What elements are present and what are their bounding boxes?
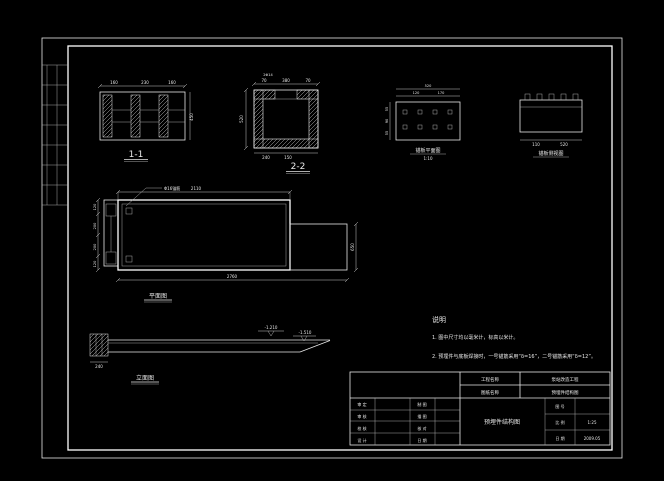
notes: 说明 1. 图中尺寸均以毫米计，标高以米计。 2. 预埋件与底板焊接时，一号锚筋… [432,315,596,360]
hatched-wall [102,94,113,138]
project-label: 工程名称 [481,376,499,383]
dim-label: 230 [141,80,149,85]
role-label: 审 核 [357,413,366,419]
hatched-wall [130,94,141,138]
view-anchor-plate-plan: 120 170 520 55 90 55 锚板平面图 1:10 [385,84,461,161]
dim-label: 90 [385,119,389,123]
dim-label: 120 [413,91,420,95]
dim-label: 160 [110,80,118,85]
rebar-note: 2Φ14 [263,73,273,77]
notes-line-2: 2. 预埋件与底板焊接时，一号锚筋采用“δ=16”，二号锚筋采用“δ=12”。 [432,353,596,360]
dim-label: 380 [282,78,290,83]
scale-value: 1:25 [588,420,597,425]
dim-label: 650 [350,243,355,251]
view-label: 立面图 [136,374,154,382]
hatched-wall [158,94,169,138]
dim-label: 200 [93,244,97,251]
view-label: 2-2 [291,162,306,172]
hatched-wall [253,138,319,149]
scale-label: 比 例 [555,419,564,425]
dim-label: 120 [93,261,97,268]
title-block: 工程名称 泵站改造工程 图纸名称 预埋件结构图 审 定 制 图 审 核 描 图 … [349,371,611,446]
role-label: 日 期 [417,437,426,443]
role-label: 校 核 [357,425,366,431]
scale-label: 1:10 [424,156,433,161]
signature-strip [42,64,68,206]
drawing-no-label: 图 号 [555,403,564,409]
hatched-end-block [89,333,109,357]
elevation-label: -1.210 [265,325,278,330]
dim-label: 200 [93,223,97,230]
dim-label: 55 [385,131,389,135]
dim-label: 120 [93,204,97,211]
dim-label: 520 [239,115,244,123]
project-value: 泵站改造工程 [552,376,579,383]
dim-label: 55 [385,107,389,111]
elevation-label: -1.510 [299,330,312,335]
sheet-value: 预埋件结构图 [552,389,579,396]
role-label: 描 图 [417,413,426,419]
drawing-frame [41,37,623,459]
view-label: 1-1 [129,150,144,160]
dim-label: 450 [189,113,194,121]
dim-label: 110 [532,142,540,147]
drawing-title: 预埋件结构图 [484,418,520,426]
date-label: 日 期 [555,435,564,441]
role-label: 核 对 [417,425,426,431]
role-label: 设 计 [357,437,366,443]
dim-label: 2110 [191,186,202,191]
dim-label: 150 [284,155,292,160]
view-anchor-plate-side: 110 520 锚板侧视图 [519,93,583,158]
view-label: 锚板平面图 [415,147,440,154]
dim-label: 520 [560,142,568,147]
hatched-wall [253,89,276,100]
view-section-2-2: 2Φ14 70 380 70 520 240 150 2-2 [239,73,321,174]
dim-label: 520 [425,84,432,88]
view-elevation: -1.210 -1.510 240 立面图 [89,325,331,385]
dim-label: 70 [261,78,267,83]
role-label: 制 图 [417,401,426,407]
date-value: 2009.05 [584,436,601,441]
dim-label: 170 [438,91,445,95]
notes-title: 说明 [432,315,446,324]
view-section-1-1: 160 230 160 450 1-1 [97,80,194,162]
dim-label: 2760 [227,274,238,279]
dim-label: 160 [168,80,176,85]
sheet-label: 图纸名称 [481,389,499,396]
view-main-plan: Φ16锚筋 2110 120 200 200 120 650 2760 平面图 [93,185,359,303]
leader-note: Φ16锚筋 [164,185,180,191]
role-label: 审 定 [357,401,366,407]
dim-label: 70 [305,78,311,83]
view-label: 平面图 [149,293,167,300]
hatched-wall [296,89,319,100]
notes-line-1: 1. 图中尺寸均以毫米计，标高以米计。 [432,334,518,341]
dim-label: 240 [262,155,270,160]
view-label: 锚板侧视图 [538,150,563,157]
dim-label: 240 [95,364,103,369]
